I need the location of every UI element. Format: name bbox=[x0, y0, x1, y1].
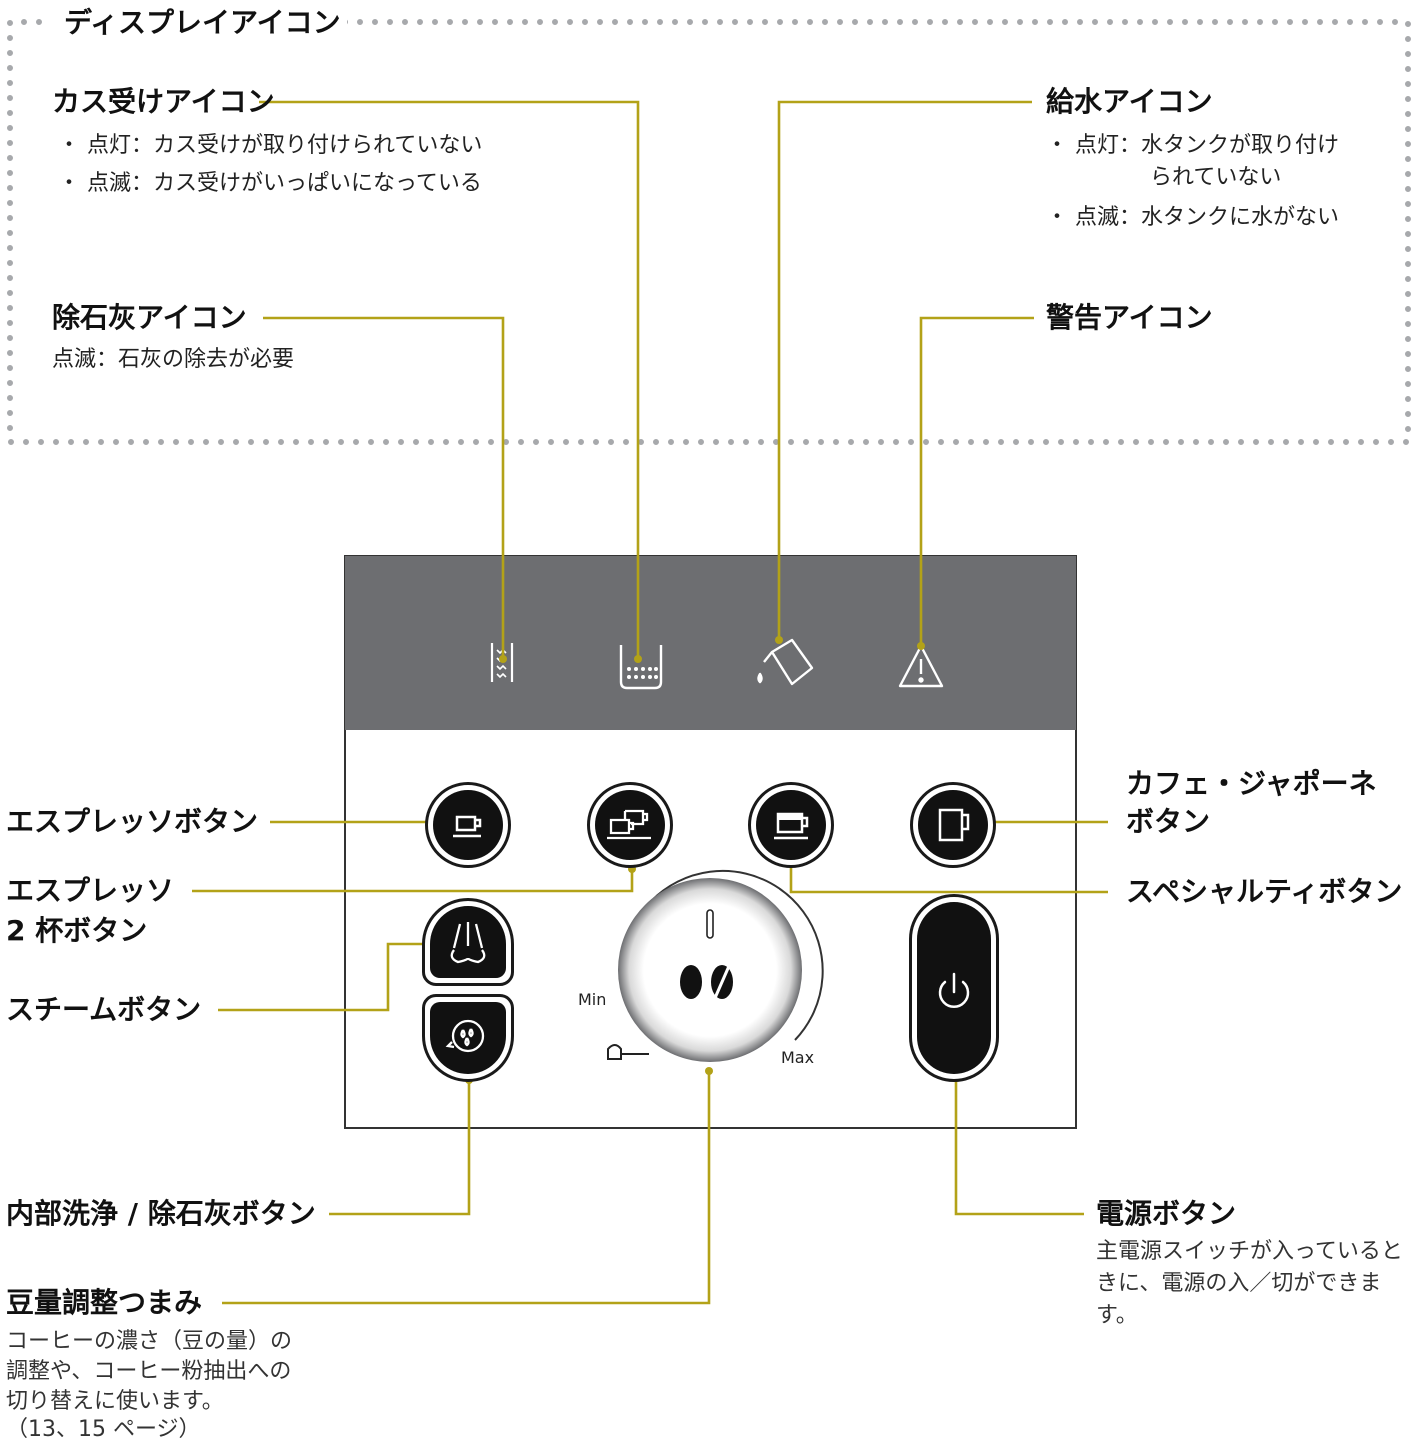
knob-max-label: Max bbox=[781, 1048, 815, 1067]
knob-title: 豆量調整つまみ bbox=[6, 1286, 203, 1319]
specialty-button[interactable] bbox=[748, 782, 834, 868]
water-icon-item: ・ 点滅：水タンクに水がない bbox=[1046, 205, 1339, 230]
steam-icon bbox=[450, 922, 486, 964]
cafe-japone-label-2: ボタン bbox=[1126, 805, 1211, 838]
leader-lines bbox=[192, 100, 1108, 1305]
warning-triangle-icon bbox=[898, 644, 944, 688]
steam-button[interactable] bbox=[422, 898, 514, 986]
water-icon-item: ・ 点灯：水タンクが取り付け bbox=[1046, 133, 1339, 158]
steam-button-label: スチームボタン bbox=[6, 993, 202, 1026]
coffee-beans-icon bbox=[680, 965, 733, 999]
water-icon-title: 給水アイコン bbox=[1046, 85, 1213, 118]
grounds-container-icon bbox=[619, 645, 663, 690]
grounds-icon-item: ・ 点滅：カス受けがいっぱいになっている bbox=[58, 171, 482, 196]
display-icons-frame bbox=[7, 19, 1411, 445]
power-icon bbox=[938, 972, 970, 1008]
knob-desc-4: （13、15 ページ） bbox=[6, 1417, 201, 1442]
espresso2-button-label-1: エスプレッソ bbox=[6, 874, 175, 907]
knob-desc-2: 調整や、コーヒー粉抽出への bbox=[6, 1359, 292, 1384]
espresso-cup-icon bbox=[453, 815, 482, 838]
display-area bbox=[345, 556, 1076, 730]
rinse-icon bbox=[445, 1019, 485, 1053]
rinse-descale-button[interactable] bbox=[422, 994, 514, 1082]
descale-icon-title: 除石灰アイコン bbox=[52, 301, 247, 334]
rinse-descale-label: 内部洗浄 / 除石灰ボタン bbox=[6, 1197, 316, 1230]
espresso2-button-label-2: 2 杯ボタン bbox=[6, 914, 148, 947]
knob-desc-1: コーヒーの濃さ（豆の量）の bbox=[6, 1329, 293, 1354]
power-button-label: 電源ボタン bbox=[1096, 1197, 1237, 1230]
knob-desc-3: 切り替えに使います。 bbox=[6, 1389, 224, 1414]
water-icon-item-cont: られていない bbox=[1150, 165, 1282, 190]
espresso-button[interactable] bbox=[425, 782, 511, 868]
coffee-strength-knob bbox=[607, 869, 824, 1062]
grounds-icon-item: ・ 点灯：カス受けが取り付けられていない bbox=[58, 133, 483, 158]
cafe-japone-label-1: カフェ・ジャポーネ bbox=[1126, 767, 1377, 800]
water-pitcher-icon bbox=[757, 638, 814, 686]
power-button[interactable] bbox=[909, 894, 999, 1082]
display-icons-title: ディスプレイアイコン bbox=[58, 4, 347, 42]
power-button-desc: 主電源スイッチが入っているときに、電源の入／切ができます。 bbox=[1096, 1239, 1403, 1328]
mug-icon bbox=[938, 808, 970, 842]
double-espresso-button[interactable] bbox=[587, 782, 673, 868]
grounds-icon-title: カス受けアイコン bbox=[52, 85, 275, 118]
double-espresso-icon bbox=[607, 809, 651, 840]
cafe-japone-button[interactable] bbox=[910, 782, 996, 868]
knob-min-label: Min bbox=[578, 990, 607, 1009]
specialty-cup-icon bbox=[774, 812, 809, 840]
warning-icon-title: 警告アイコン bbox=[1046, 301, 1213, 334]
ground-coffee-scoop-icon bbox=[607, 1044, 649, 1060]
descale-icon-desc: 点滅：石灰の除去が必要 bbox=[52, 347, 295, 372]
espresso-button-label: エスプレッソボタン bbox=[6, 805, 259, 838]
specialty-button-label: スペシャルティボタン bbox=[1126, 875, 1403, 908]
